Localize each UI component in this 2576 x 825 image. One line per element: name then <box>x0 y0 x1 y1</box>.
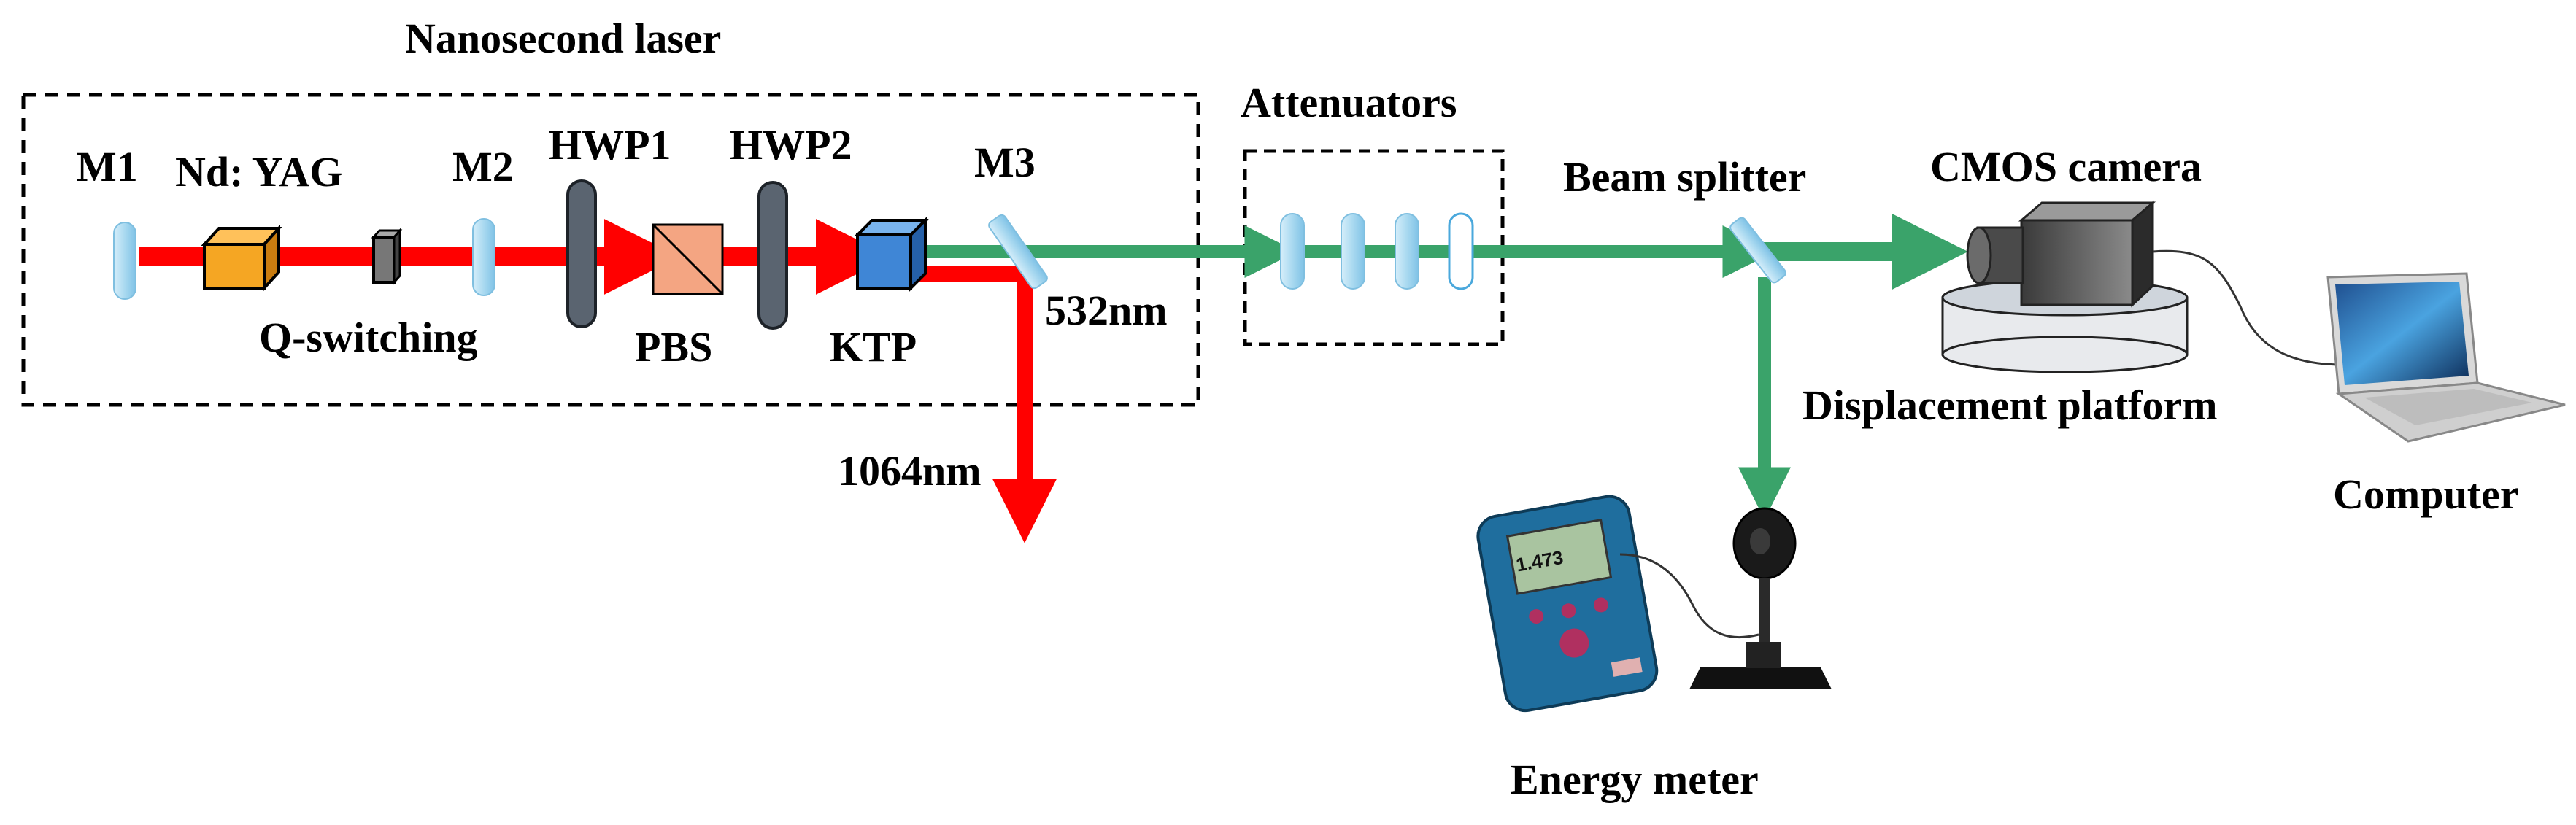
energy-meter-handheld <box>1476 495 1659 713</box>
mirror-m2 <box>472 218 495 296</box>
computer-icon <box>2326 272 2566 443</box>
half-wave-plate-2 <box>757 181 788 330</box>
half-wave-plate-1 <box>566 179 597 328</box>
label-beam-splitter: Beam splitter <box>1563 153 1806 201</box>
label-displacement-platform: Displacement platform <box>1802 381 2218 429</box>
ktp-crystal <box>854 217 929 292</box>
label-attenuators: Attenuators <box>1241 79 1457 126</box>
label-m1: M1 <box>77 143 138 190</box>
label-hwp1: HWP1 <box>549 121 671 169</box>
label-pbs: PBS <box>635 323 712 371</box>
beam-splitter <box>1729 217 1786 284</box>
camera-cable <box>2152 249 2343 366</box>
cmos-camera <box>1966 200 2156 308</box>
label-ktp: KTP <box>830 323 917 371</box>
meter-cable <box>1619 553 1759 639</box>
label-1064nm: 1064nm <box>838 447 982 495</box>
polarizing-beam-splitter <box>652 223 724 295</box>
energy-meter-detector <box>1689 507 1832 689</box>
label-m3: M3 <box>974 139 1036 186</box>
mirror-m3 <box>988 214 1048 290</box>
label-nanosecond-laser: Nanosecond laser <box>405 15 721 62</box>
label-energy-meter: Energy meter <box>1511 756 1759 803</box>
laser-enclosure-box <box>21 93 1200 407</box>
q-switch-element <box>371 228 403 285</box>
mirror-m1 <box>113 222 136 300</box>
label-nd-yag: Nd: YAG <box>175 148 342 195</box>
nd-yag-crystal <box>201 224 282 293</box>
label-computer: Computer <box>2333 470 2519 518</box>
label-cmos-camera: CMOS camera <box>1930 143 2202 190</box>
label-532nm: 532nm <box>1045 287 1168 334</box>
label-q-switching: Q-switching <box>259 314 478 361</box>
label-hwp2: HWP2 <box>730 121 852 169</box>
attenuator-filters <box>1280 212 1474 290</box>
label-m2: M2 <box>452 143 514 190</box>
